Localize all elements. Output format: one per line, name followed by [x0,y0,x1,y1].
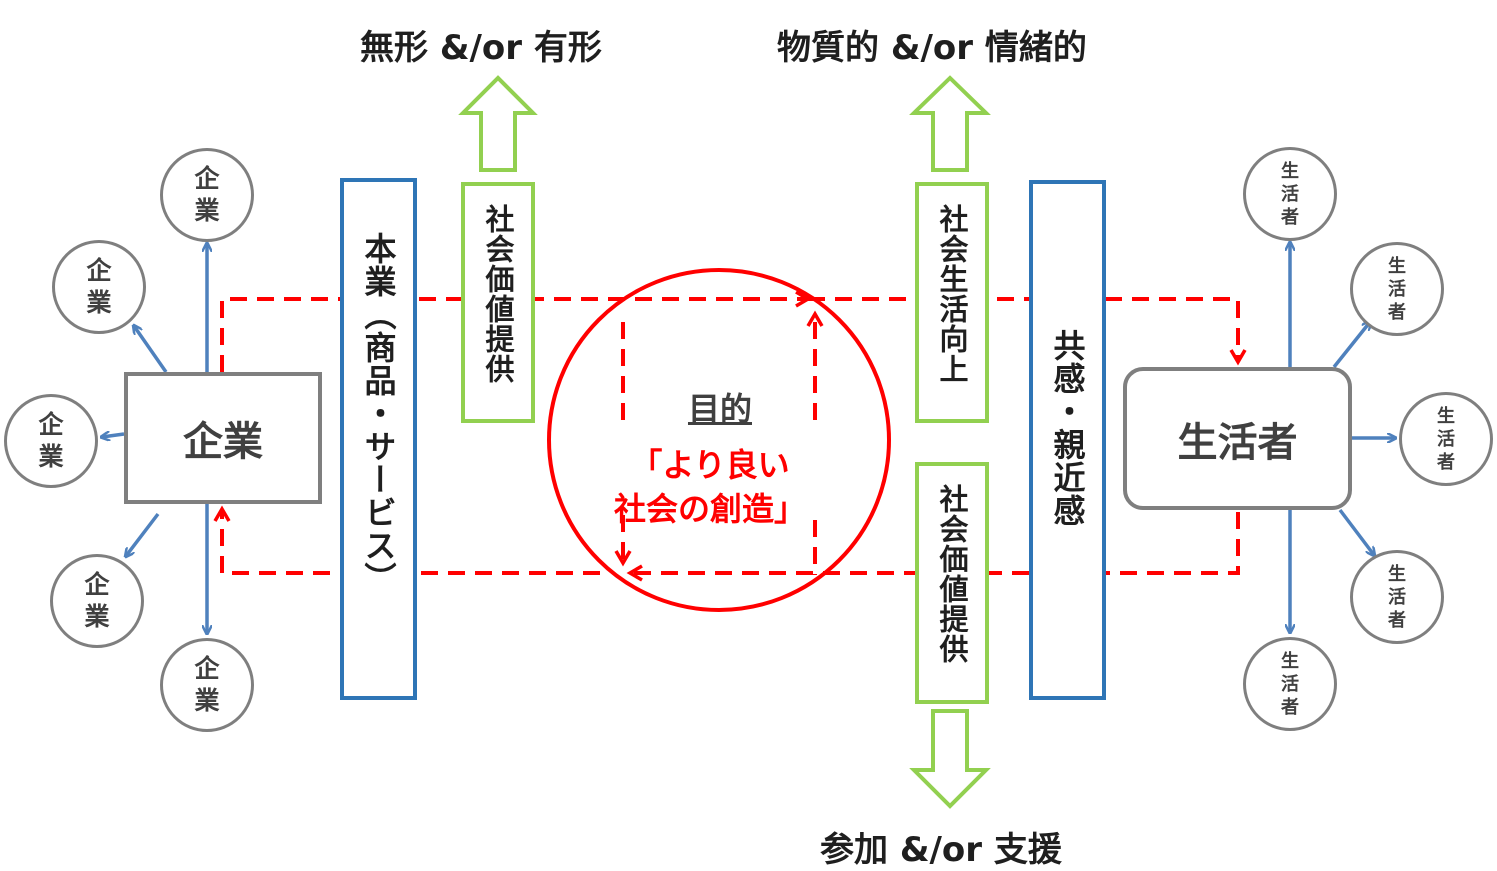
empathy-label: 共感・親近感 [1048,329,1087,527]
empathy-pillar: 共感・親近感 [1029,180,1106,700]
flow-to-consumer [808,297,1247,366]
consumer-satellite: 生活者 [1399,392,1493,486]
top-right-label: 物質的 &/or 情緒的 [777,28,1087,68]
flow-to-purpose-return [626,512,1240,582]
core-business-pillar: 本業（商品・サービス） [340,178,417,700]
company-box: 企業 [124,372,322,504]
consumer-box: 生活者 [1123,367,1352,510]
purpose-line-2: 社会の創造」 [613,490,806,528]
up-arrow-left [458,75,538,172]
core-business-label: 本業（商品・サービス） [359,232,398,595]
consumer-satellite: 生活者 [1243,637,1337,731]
company-satellite: 企業 [160,638,254,732]
spoke-upper-left [134,326,168,373]
company-satellite: 企業 [4,394,98,488]
flow-to-company [213,505,600,575]
social-value-right-label: 社会価値提供 [935,484,969,664]
purpose-heading: 目的 [687,390,752,428]
spoke-upper-right [1332,322,1370,369]
social-value-left-label: 社会価値提供 [481,204,515,384]
spoke-left [102,434,125,437]
company-satellite: 企業 [160,148,254,242]
consumer-satellite: 生活者 [1350,242,1444,336]
purpose-line-1: 「より良い [630,446,790,484]
top-left-label: 無形 &/or 有形 [360,28,602,68]
company-satellite: 企業 [50,554,144,648]
social-life-pillar: 社会生活向上 [915,182,989,423]
social-value-right-pillar: 社会価値提供 [915,462,989,704]
spoke-lower-left [126,512,160,556]
consumer-satellite: 生活者 [1243,147,1337,241]
consumer-satellite: 生活者 [1350,550,1444,644]
flow-to-purpose [220,290,812,372]
social-value-left-pillar: 社会価値提供 [461,182,535,423]
up-arrow-right [909,75,991,172]
bottom-label: 参加 &/or 支援 [820,830,1062,870]
purpose-circle [547,268,891,612]
down-arrow [909,709,991,809]
spoke-lower-right [1338,508,1374,555]
value-flow [213,290,1247,582]
company-spokes [102,244,207,633]
consumer-spokes [1290,243,1395,632]
social-life-label: 社会生活向上 [935,204,969,384]
company-satellite: 企業 [52,240,146,334]
